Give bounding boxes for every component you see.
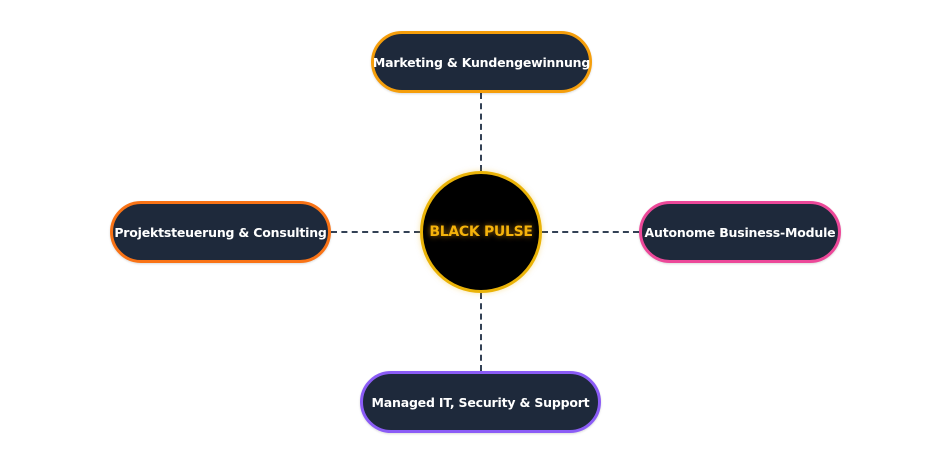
connector-right [542,231,639,233]
node-managed-it: Managed IT, Security & Support [360,371,601,433]
node-autonome-module: Autonome Business-Module [639,201,841,263]
node-label: Autonome Business-Module [644,224,836,240]
node-label: Marketing & Kundengewinnung [372,54,591,70]
node-label: Projektsteuerung & Consulting [114,224,327,240]
node-projektsteuerung: Projektsteuerung & Consulting [110,201,331,263]
connector-top [480,93,482,171]
node-marketing: Marketing & Kundengewinnung [371,31,592,93]
node-label: Managed IT, Security & Support [371,394,590,410]
hub-black-pulse: BLACK PULSE [420,171,542,293]
connector-bottom [480,293,482,371]
connector-left [331,231,420,233]
hub-label: BLACK PULSE [429,224,533,240]
